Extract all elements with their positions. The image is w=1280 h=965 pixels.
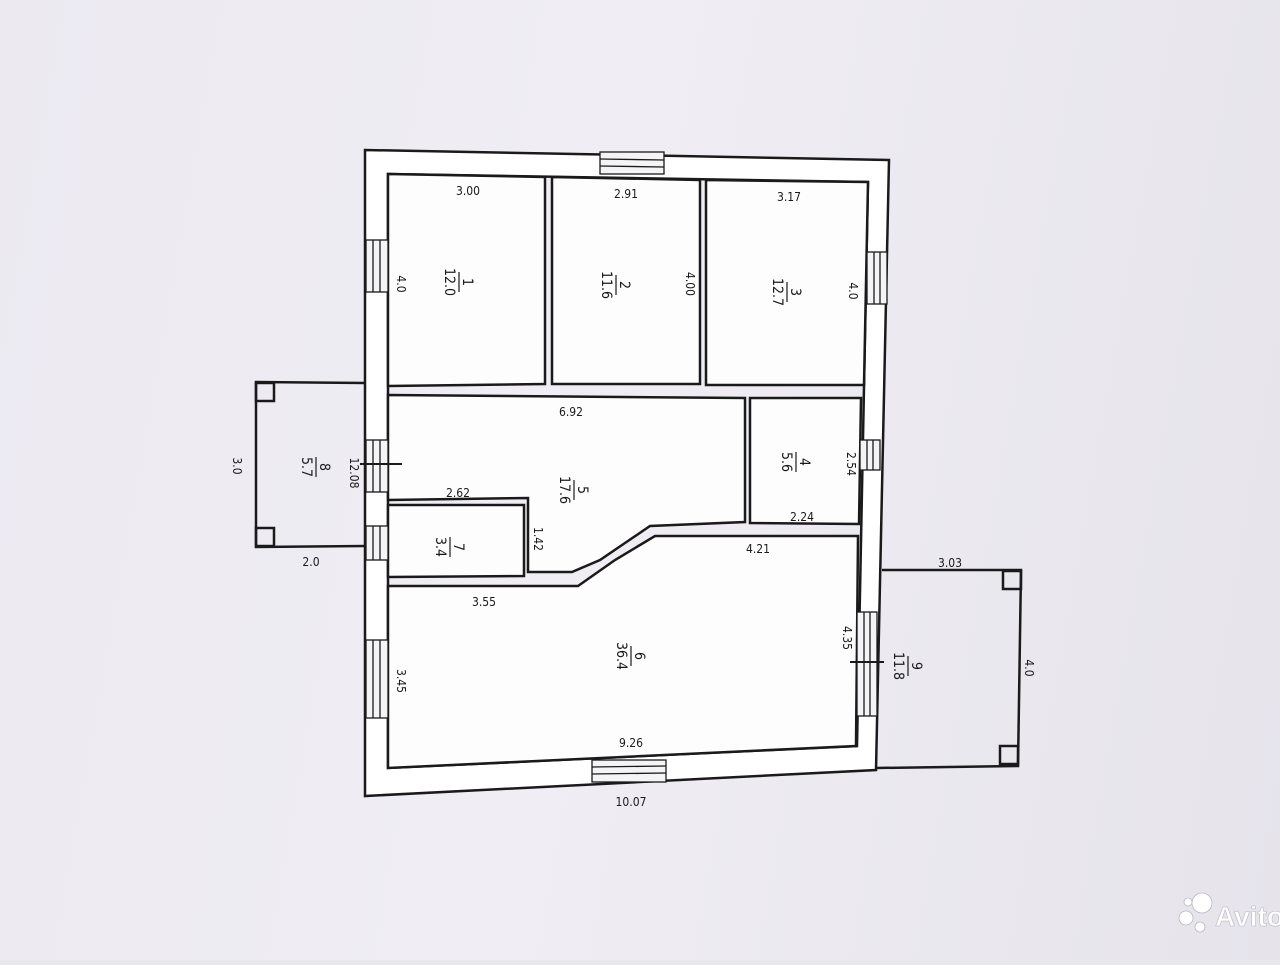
room-7-outline [386, 503, 526, 579]
window-room6-left [365, 639, 389, 719]
porch-9-outline [875, 568, 1023, 770]
dim-room6-top-left: 3.55 [472, 595, 496, 609]
room-5-number: 5 [574, 486, 590, 494]
porch-8-post-bottom [254, 526, 276, 548]
room-4-label: 4 5.6 [778, 452, 812, 472]
dim-closet-width: 2.62 [446, 486, 470, 500]
room-2-number: 2 [616, 281, 632, 289]
dim-room3-width: 3.17 [777, 190, 801, 204]
room-8-number: 8 [316, 463, 332, 471]
watermark-text: Avito [1215, 901, 1280, 932]
avito-logo-icon [1178, 892, 1213, 933]
room-3-label: 3 12.7 [769, 278, 803, 306]
dim-room1-width: 3.00 [456, 184, 480, 198]
room-3-number: 3 [787, 288, 803, 296]
window-room1 [365, 239, 389, 293]
dim-room4-width: 2.24 [790, 510, 814, 524]
room-4-outline [748, 396, 863, 526]
porch-8-post-top [254, 381, 276, 403]
room-8-label: 8 5.7 [298, 457, 332, 477]
room-6-outline [386, 534, 860, 770]
porch-9-post-top [1001, 569, 1023, 591]
window-closet [365, 525, 389, 561]
porch-8-outline [254, 380, 366, 549]
room-6-label: 6 36.4 [613, 642, 647, 670]
dimension-labels-horizontal: 3.00 2.91 3.17 6.92 2.62 2.24 4.21 3.55 … [302, 184, 962, 809]
dim-overall-width: 10.07 [616, 795, 647, 809]
avito-watermark: Avito [1178, 892, 1280, 933]
room-5-label: 5 17.6 [556, 476, 590, 504]
window-hall [365, 439, 389, 493]
dim-porch8-width: 2.0 [302, 555, 319, 569]
window-room6-right [856, 611, 878, 717]
dim-porch9-width: 3.03 [938, 556, 962, 570]
room-8-area: 5.7 [298, 457, 314, 477]
room-4-area: 5.6 [778, 452, 794, 472]
dim-room2-width: 2.91 [614, 187, 638, 201]
room-6-area: 36.4 [613, 642, 629, 670]
room-9-area: 11.8 [890, 652, 906, 680]
dim-porch8-depth: 3.0 [230, 457, 244, 474]
window-top [599, 151, 665, 175]
room-6-number: 6 [631, 652, 647, 660]
dimension-labels-vertical: 4.0 4.00 4.0 2.54 12.08 1.42 3.45 4.35 3… [230, 272, 1036, 693]
dim-closet-depth: 1.42 [531, 527, 545, 551]
window-bottom [591, 759, 667, 783]
dim-room2-depth: 4.00 [683, 272, 697, 296]
dim-room6-bottom: 9.26 [619, 736, 643, 750]
dim-hall-width: 6.92 [559, 405, 583, 419]
room-1-area: 12.0 [441, 268, 457, 296]
room-2-label: 2 11.6 [598, 271, 632, 299]
room-7-number: 7 [450, 543, 466, 551]
room-4-number: 4 [796, 458, 812, 466]
room-5-outline [386, 393, 747, 574]
room-1-number: 1 [459, 278, 475, 286]
room-9-number: 9 [908, 662, 924, 670]
porch-9-post-bottom [998, 744, 1020, 766]
room-9-label: 9 11.8 [890, 652, 924, 680]
room-7-area: 3.4 [432, 537, 448, 557]
doors [360, 463, 884, 663]
dim-room6-top-right: 4.21 [746, 542, 770, 556]
window-room4 [859, 439, 881, 471]
dim-porch9-depth: 4.0 [1022, 659, 1036, 676]
dim-room3-depth: 4.0 [846, 282, 860, 299]
room-1-outline [386, 172, 547, 388]
dim-hall-left: 12.08 [347, 458, 361, 489]
room-5-area: 17.6 [556, 476, 572, 504]
dim-room4-depth: 2.54 [844, 452, 858, 476]
room-2-outline [550, 175, 702, 386]
room-7-label: 7 3.4 [432, 537, 466, 557]
window-room3 [866, 251, 888, 305]
room-3-area: 12.7 [769, 278, 785, 306]
windows [365, 151, 888, 783]
room-2-area: 11.6 [598, 271, 614, 299]
dim-room6-left: 3.45 [394, 669, 408, 693]
dim-room1-depth: 4.0 [394, 275, 408, 292]
dim-room6-right: 4.35 [840, 626, 854, 650]
room-1-label: 1 12.0 [441, 268, 475, 296]
plan-lines [254, 148, 1023, 798]
